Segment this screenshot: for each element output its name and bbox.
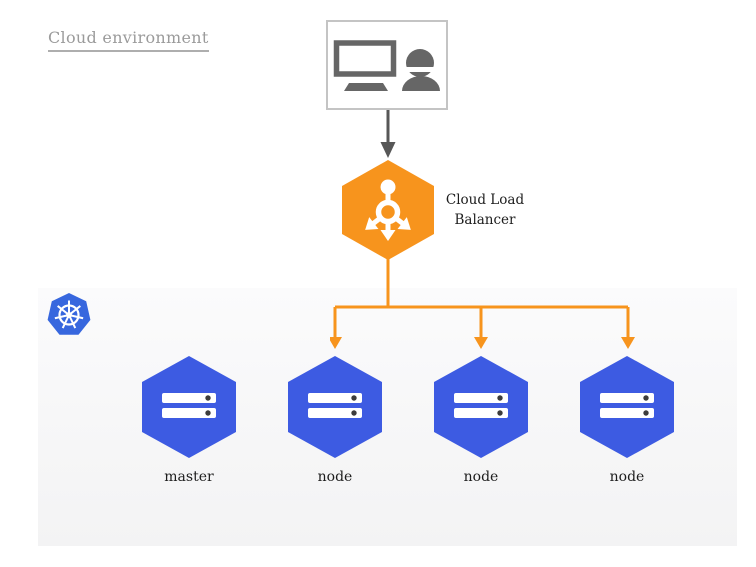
server-icon	[162, 393, 216, 418]
user-icon	[402, 49, 440, 91]
worker-node-label: node	[463, 469, 499, 485]
worker-node-hexagon	[288, 356, 382, 458]
server-icon	[308, 393, 362, 418]
client-icons	[333, 40, 440, 91]
load-balancer-icon	[365, 179, 411, 241]
environment-title: Cloud environment	[48, 28, 209, 52]
arrowhead-node-2	[474, 337, 488, 349]
master-node-label: master	[164, 469, 214, 485]
worker-node-hexagon	[434, 356, 528, 458]
kubernetes-helm-icon	[47, 293, 91, 335]
server-icon	[600, 393, 654, 418]
worker-node-hexagon	[580, 356, 674, 458]
worker-node-label: node	[609, 469, 645, 485]
client-workstation-box	[326, 20, 448, 110]
load-balancer-label: Cloud Load Balancer	[445, 192, 525, 228]
load-balancer-hexagon	[342, 160, 434, 260]
master-node-hexagon	[142, 356, 236, 458]
lb-to-nodes-connectors	[330, 258, 635, 349]
client-to-lb-arrow	[380, 110, 396, 158]
arrowhead-node-1	[330, 337, 342, 349]
arrowhead-node-3	[621, 337, 635, 349]
worker-node-label: node	[317, 469, 353, 485]
monitor-icon	[333, 40, 397, 91]
server-icon	[454, 393, 508, 418]
